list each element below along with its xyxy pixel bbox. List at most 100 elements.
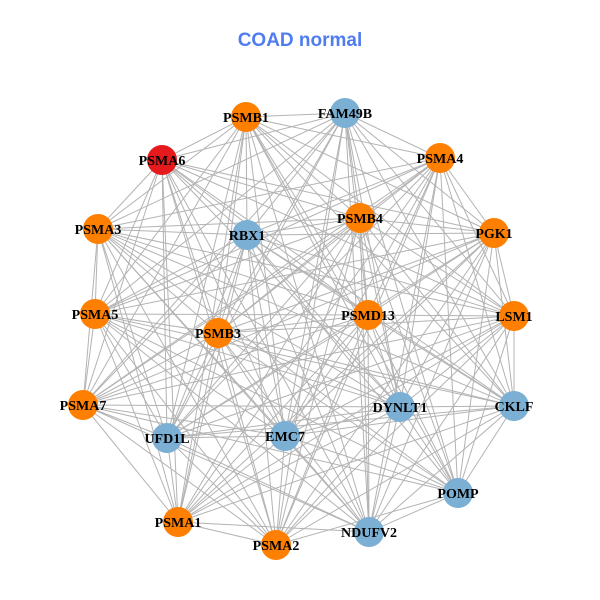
- node-psmb4[interactable]: PSMB4: [337, 203, 383, 233]
- edge-PSMB1-PSMA5: [94, 116, 247, 315]
- node-pomp[interactable]: POMP: [437, 478, 479, 508]
- node-psma7[interactable]: PSMA7: [60, 390, 107, 420]
- edge-PSMD13-PSMA2: [275, 314, 369, 546]
- node-psma1[interactable]: PSMA1: [155, 507, 202, 537]
- node-circle: [499, 301, 529, 331]
- edge-PSMD13-PSMA1: [177, 314, 369, 523]
- edge-CKLF-UFD1L: [166, 405, 515, 439]
- edge-FAM49B-DYNLT1: [344, 112, 401, 408]
- edge-PSMB1-PSMA7: [82, 116, 247, 406]
- node-label: PSMA1: [155, 516, 202, 531]
- edge-PSMA5-UFD1L: [94, 313, 168, 439]
- edge-LSM1-PSMA1: [177, 315, 515, 523]
- edge-CKLF-NDUFV2: [368, 405, 515, 533]
- node-circle: [163, 507, 193, 537]
- edge-FAM49B-PSMB4: [344, 112, 361, 219]
- edge-LSM1-NDUFV2: [368, 315, 515, 533]
- edge-DYNLT1-CKLF: [399, 405, 515, 408]
- edge-PSMA1-NDUFV2: [177, 521, 370, 533]
- edge-PSMA6-PSMA5: [94, 159, 163, 315]
- node-dynlt1[interactable]: DYNLT1: [373, 392, 428, 422]
- edge-PSMA4-PSMA2: [275, 157, 441, 546]
- node-psma4[interactable]: PSMA4: [417, 143, 464, 173]
- node-psma3[interactable]: PSMA3: [75, 214, 122, 244]
- node-fam49b[interactable]: FAM49B: [318, 98, 372, 128]
- node-circle: [385, 392, 415, 422]
- edge-PSMA6-RBX1: [161, 159, 248, 236]
- edge-PSMA6-PSMB4: [161, 159, 361, 219]
- node-circle: [443, 478, 473, 508]
- node-label: PSMD13: [341, 309, 395, 324]
- node-psmd13[interactable]: PSMD13: [341, 300, 395, 330]
- edge-UFD1L-EMC7: [166, 435, 286, 439]
- edge-PSMA3-POMP: [97, 228, 459, 494]
- edge-PSMA5-DYNLT1: [94, 313, 401, 408]
- edge-FAM49B-UFD1L: [166, 112, 346, 439]
- edge-PSMA4-PSMD13: [367, 157, 441, 316]
- node-psma2[interactable]: PSMA2: [253, 530, 300, 560]
- node-label: PSMA4: [417, 152, 464, 167]
- edge-PSMA6-PSMA7: [82, 159, 163, 406]
- edge-UFD1L-NDUFV2: [166, 437, 370, 533]
- edge-PSMB1-CKLF: [245, 116, 515, 407]
- node-pgk1[interactable]: PGK1: [475, 218, 513, 248]
- node-cklf[interactable]: CKLF: [495, 391, 534, 421]
- edge-PSMB1-PGK1: [245, 116, 495, 234]
- edge-PSMA1-PSMA2: [177, 521, 277, 546]
- edge-PSMA5-PSMD13: [94, 313, 369, 316]
- edge-PSMA7-DYNLT1: [82, 404, 401, 408]
- edge-PSMB1-RBX1: [245, 116, 248, 236]
- node-circle: [499, 391, 529, 421]
- edge-PSMA6-PSMA3: [97, 159, 163, 230]
- edge-PSMA3-CKLF: [97, 228, 515, 407]
- edge-PSMA4-PGK1: [439, 157, 495, 234]
- edge-PSMB3-DYNLT1: [217, 332, 401, 408]
- node-emc7[interactable]: EMC7: [265, 421, 305, 451]
- edge-PGK1-POMP: [457, 232, 495, 494]
- edge-RBX1-EMC7: [246, 234, 286, 437]
- node-circle: [270, 421, 300, 451]
- edge-EMC7-POMP: [284, 435, 459, 494]
- edge-PSMD13-LSM1: [367, 314, 515, 317]
- node-circle: [203, 318, 233, 348]
- edge-PSMA6-PGK1: [161, 159, 495, 234]
- edge-DYNLT1-PSMA2: [275, 406, 401, 546]
- node-circle: [152, 423, 182, 453]
- edge-PSMB3-CKLF: [217, 332, 515, 407]
- node-ufd1l[interactable]: UFD1L: [144, 423, 190, 453]
- edge-PSMB4-RBX1: [246, 217, 361, 236]
- edge-PSMA3-NDUFV2: [97, 228, 370, 533]
- node-psma5[interactable]: PSMA5: [72, 299, 119, 329]
- node-label: POMP: [437, 487, 479, 502]
- edge-PSMB3-PSMA7: [82, 332, 219, 406]
- node-label: FAM49B: [318, 107, 372, 122]
- node-label: NDUFV2: [341, 526, 397, 541]
- edge-PSMA7-UFD1L: [82, 404, 168, 439]
- node-psmb3[interactable]: PSMB3: [195, 318, 241, 348]
- node-ndufv2[interactable]: NDUFV2: [341, 517, 397, 547]
- edge-PSMA4-LSM1: [439, 157, 515, 317]
- edge-PSMB3-PSMA2: [217, 332, 277, 546]
- node-psma6[interactable]: PSMA6: [139, 145, 186, 175]
- edge-LSM1-EMC7: [284, 315, 515, 437]
- edge-FAM49B-PSMA2: [275, 112, 346, 546]
- edge-PSMD13-PSMB3: [217, 314, 369, 334]
- edge-PSMB1-FAM49B: [245, 112, 346, 118]
- node-circle: [353, 300, 383, 330]
- edge-UFD1L-PSMA2: [166, 437, 277, 546]
- edge-PGK1-PSMA2: [275, 232, 495, 546]
- node-label: PSMB3: [195, 327, 241, 342]
- edge-PSMA6-PSMA1: [161, 159, 179, 523]
- node-rbx1[interactable]: RBX1: [229, 220, 266, 250]
- edge-PSMA5-NDUFV2: [94, 313, 370, 533]
- node-psmb1[interactable]: PSMB1: [223, 102, 269, 132]
- edge-PSMD13-EMC7: [284, 314, 369, 437]
- edge-PSMA4-POMP: [439, 157, 459, 494]
- node-circle: [261, 530, 291, 560]
- node-lsm1[interactable]: LSM1: [495, 301, 533, 331]
- edge-PGK1-NDUFV2: [368, 232, 495, 533]
- node-circle: [425, 143, 455, 173]
- edge-EMC7-NDUFV2: [284, 435, 370, 533]
- node-label: PSMA7: [60, 399, 107, 414]
- node-circle: [231, 102, 261, 132]
